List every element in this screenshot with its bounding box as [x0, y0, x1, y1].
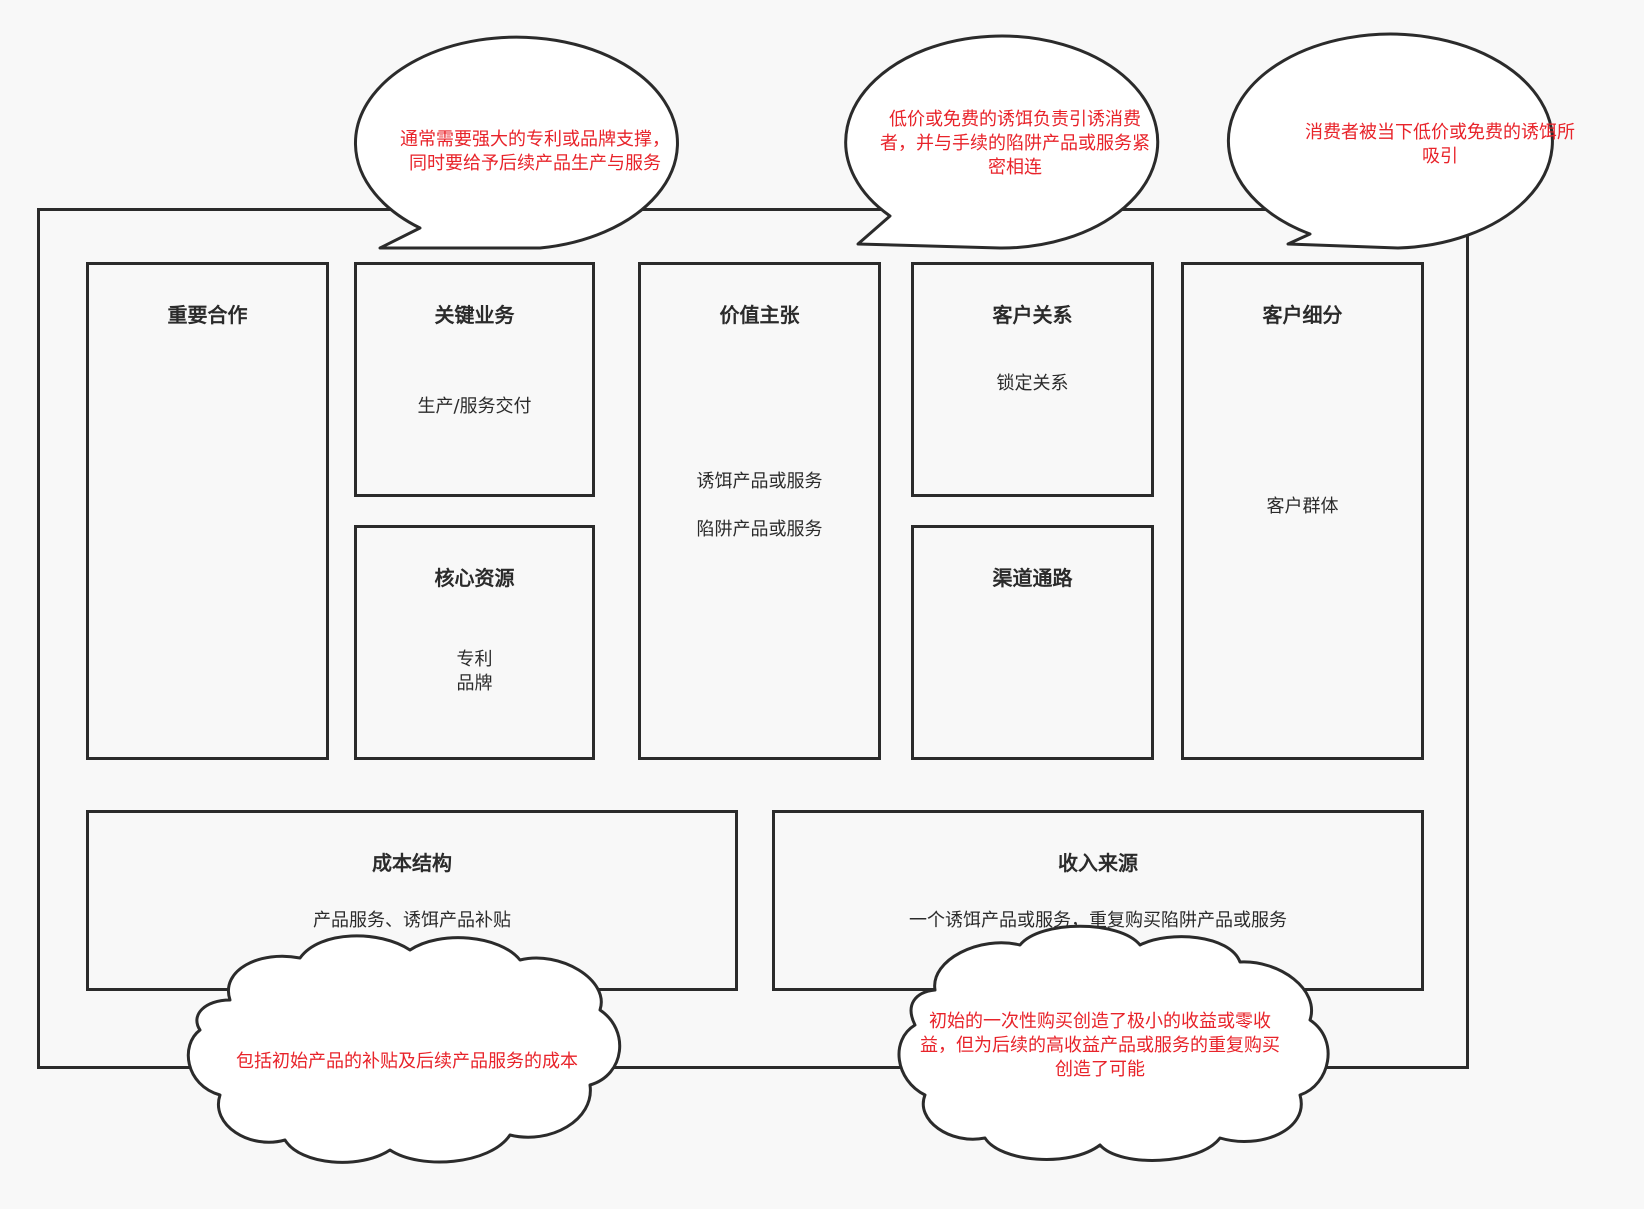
annotation-segments: 消费者被当下低价或免费的诱饵所 吸引: [1305, 122, 1575, 167]
customer-segments-title: 客户细分: [1262, 303, 1343, 327]
revenue-streams-block: 收入来源 一个诱饵产品或服务，重复购买陷阱产品或服务: [772, 810, 1424, 991]
customer-relationships-content: 锁定关系: [996, 373, 1069, 394]
value-proposition-block: 价值主张 诱饵产品或服务 陷阱产品或服务: [638, 262, 881, 760]
customer-relationships-block: 客户关系 锁定关系: [911, 262, 1154, 497]
cost-structure-content: 产品服务、诱饵产品补贴: [313, 910, 511, 931]
key-partners-title: 重要合作: [167, 303, 248, 327]
customer-relationships-title: 客户关系: [992, 303, 1073, 327]
cost-structure-block: 成本结构 产品服务、诱饵产品补贴: [86, 810, 738, 991]
channels-block: 渠道通路: [911, 525, 1154, 760]
revenue-streams-title: 收入来源: [1058, 851, 1138, 875]
key-activities-block: 关键业务 生产/服务交付: [354, 262, 595, 497]
cost-structure-title: 成本结构: [372, 851, 452, 875]
value-proposition-title: 价值主张: [719, 303, 800, 327]
annotation-key-activities: 通常需要强大的专利或品牌支撑， 同时要给予后续产品生产与服务: [400, 129, 670, 174]
annotation-value: 低价或免费的诱饵负责引诱消费 者，并与手续的陷阱产品或服务紧 密相连: [880, 109, 1150, 178]
key-activities-title: 关键业务: [434, 303, 515, 327]
key-partners-block: 重要合作: [86, 262, 329, 760]
key-activities-content: 生产/服务交付: [417, 396, 532, 417]
key-resources-block: 核心资源 专利 品牌: [354, 525, 595, 760]
customer-segments-content: 客户群体: [1266, 496, 1339, 517]
annotation-revenue: 初始的一次性购买创造了极小的收益或零收 益，但为后续的高收益产品或服务的重复购买…: [920, 1011, 1280, 1080]
key-resources-content: 专利 品牌: [456, 649, 493, 694]
revenue-streams-content: 一个诱饵产品或服务，重复购买陷阱产品或服务: [909, 910, 1287, 931]
key-resources-title: 核心资源: [434, 566, 515, 590]
channels-title: 渠道通路: [992, 566, 1073, 590]
value-proposition-content: 诱饵产品或服务 陷阱产品或服务: [696, 471, 823, 540]
annotation-cost: 包括初始产品的补贴及后续产品服务的成本: [236, 1051, 578, 1072]
customer-segments-block: 客户细分 客户群体: [1181, 262, 1424, 760]
